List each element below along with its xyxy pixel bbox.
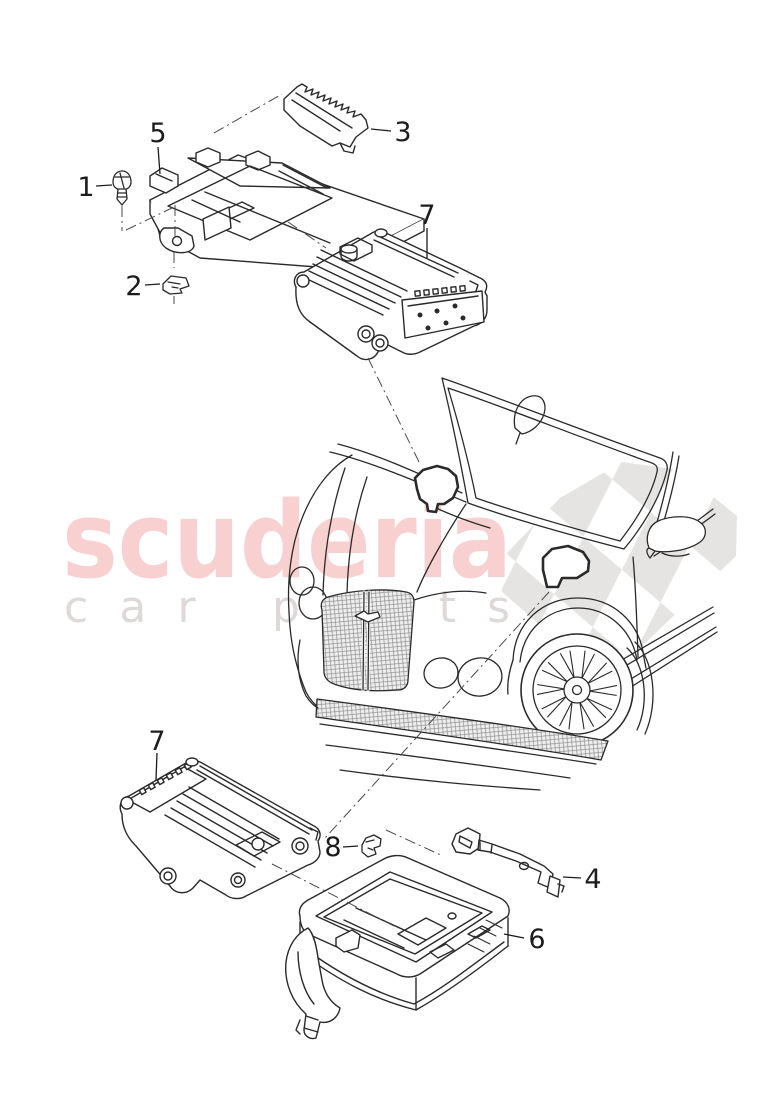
side-mirror	[646, 516, 707, 553]
callout-leader-lines	[95, 128, 582, 939]
assembly-guide-lines	[121, 93, 550, 929]
watermark-tagline: car parts	[64, 582, 510, 633]
ecu-location-hood	[413, 464, 460, 514]
screw-icon	[112, 170, 132, 206]
bentley-badge-icon	[354, 610, 381, 623]
vehicle-drawing	[287, 377, 718, 791]
bumper-grille	[315, 698, 609, 761]
callout-label-5: 5	[149, 118, 166, 149]
engine-control-unit-icon-bottom	[119, 757, 321, 900]
control-unit-tray-icon	[285, 854, 510, 1040]
callout-label-1: 1	[77, 172, 94, 203]
callout-label-8: 8	[324, 832, 341, 863]
callout-label-2: 2	[125, 271, 142, 302]
callout-label-7-top: 7	[418, 200, 435, 231]
callout-label-6: 6	[528, 924, 545, 955]
callout-label-7-bottom: 7	[148, 726, 165, 757]
grille	[320, 589, 415, 692]
clip-icon-2	[162, 275, 190, 295]
ribbed-bracket-icon	[283, 83, 369, 154]
ecu-location-cowl	[541, 544, 591, 589]
engine-control-unit-icon-top	[293, 228, 488, 361]
callout-label-3: 3	[394, 117, 411, 148]
clip-icon-8	[361, 834, 382, 858]
retaining-bracket-icon	[451, 827, 565, 898]
callout-label-4: 4	[584, 864, 601, 895]
